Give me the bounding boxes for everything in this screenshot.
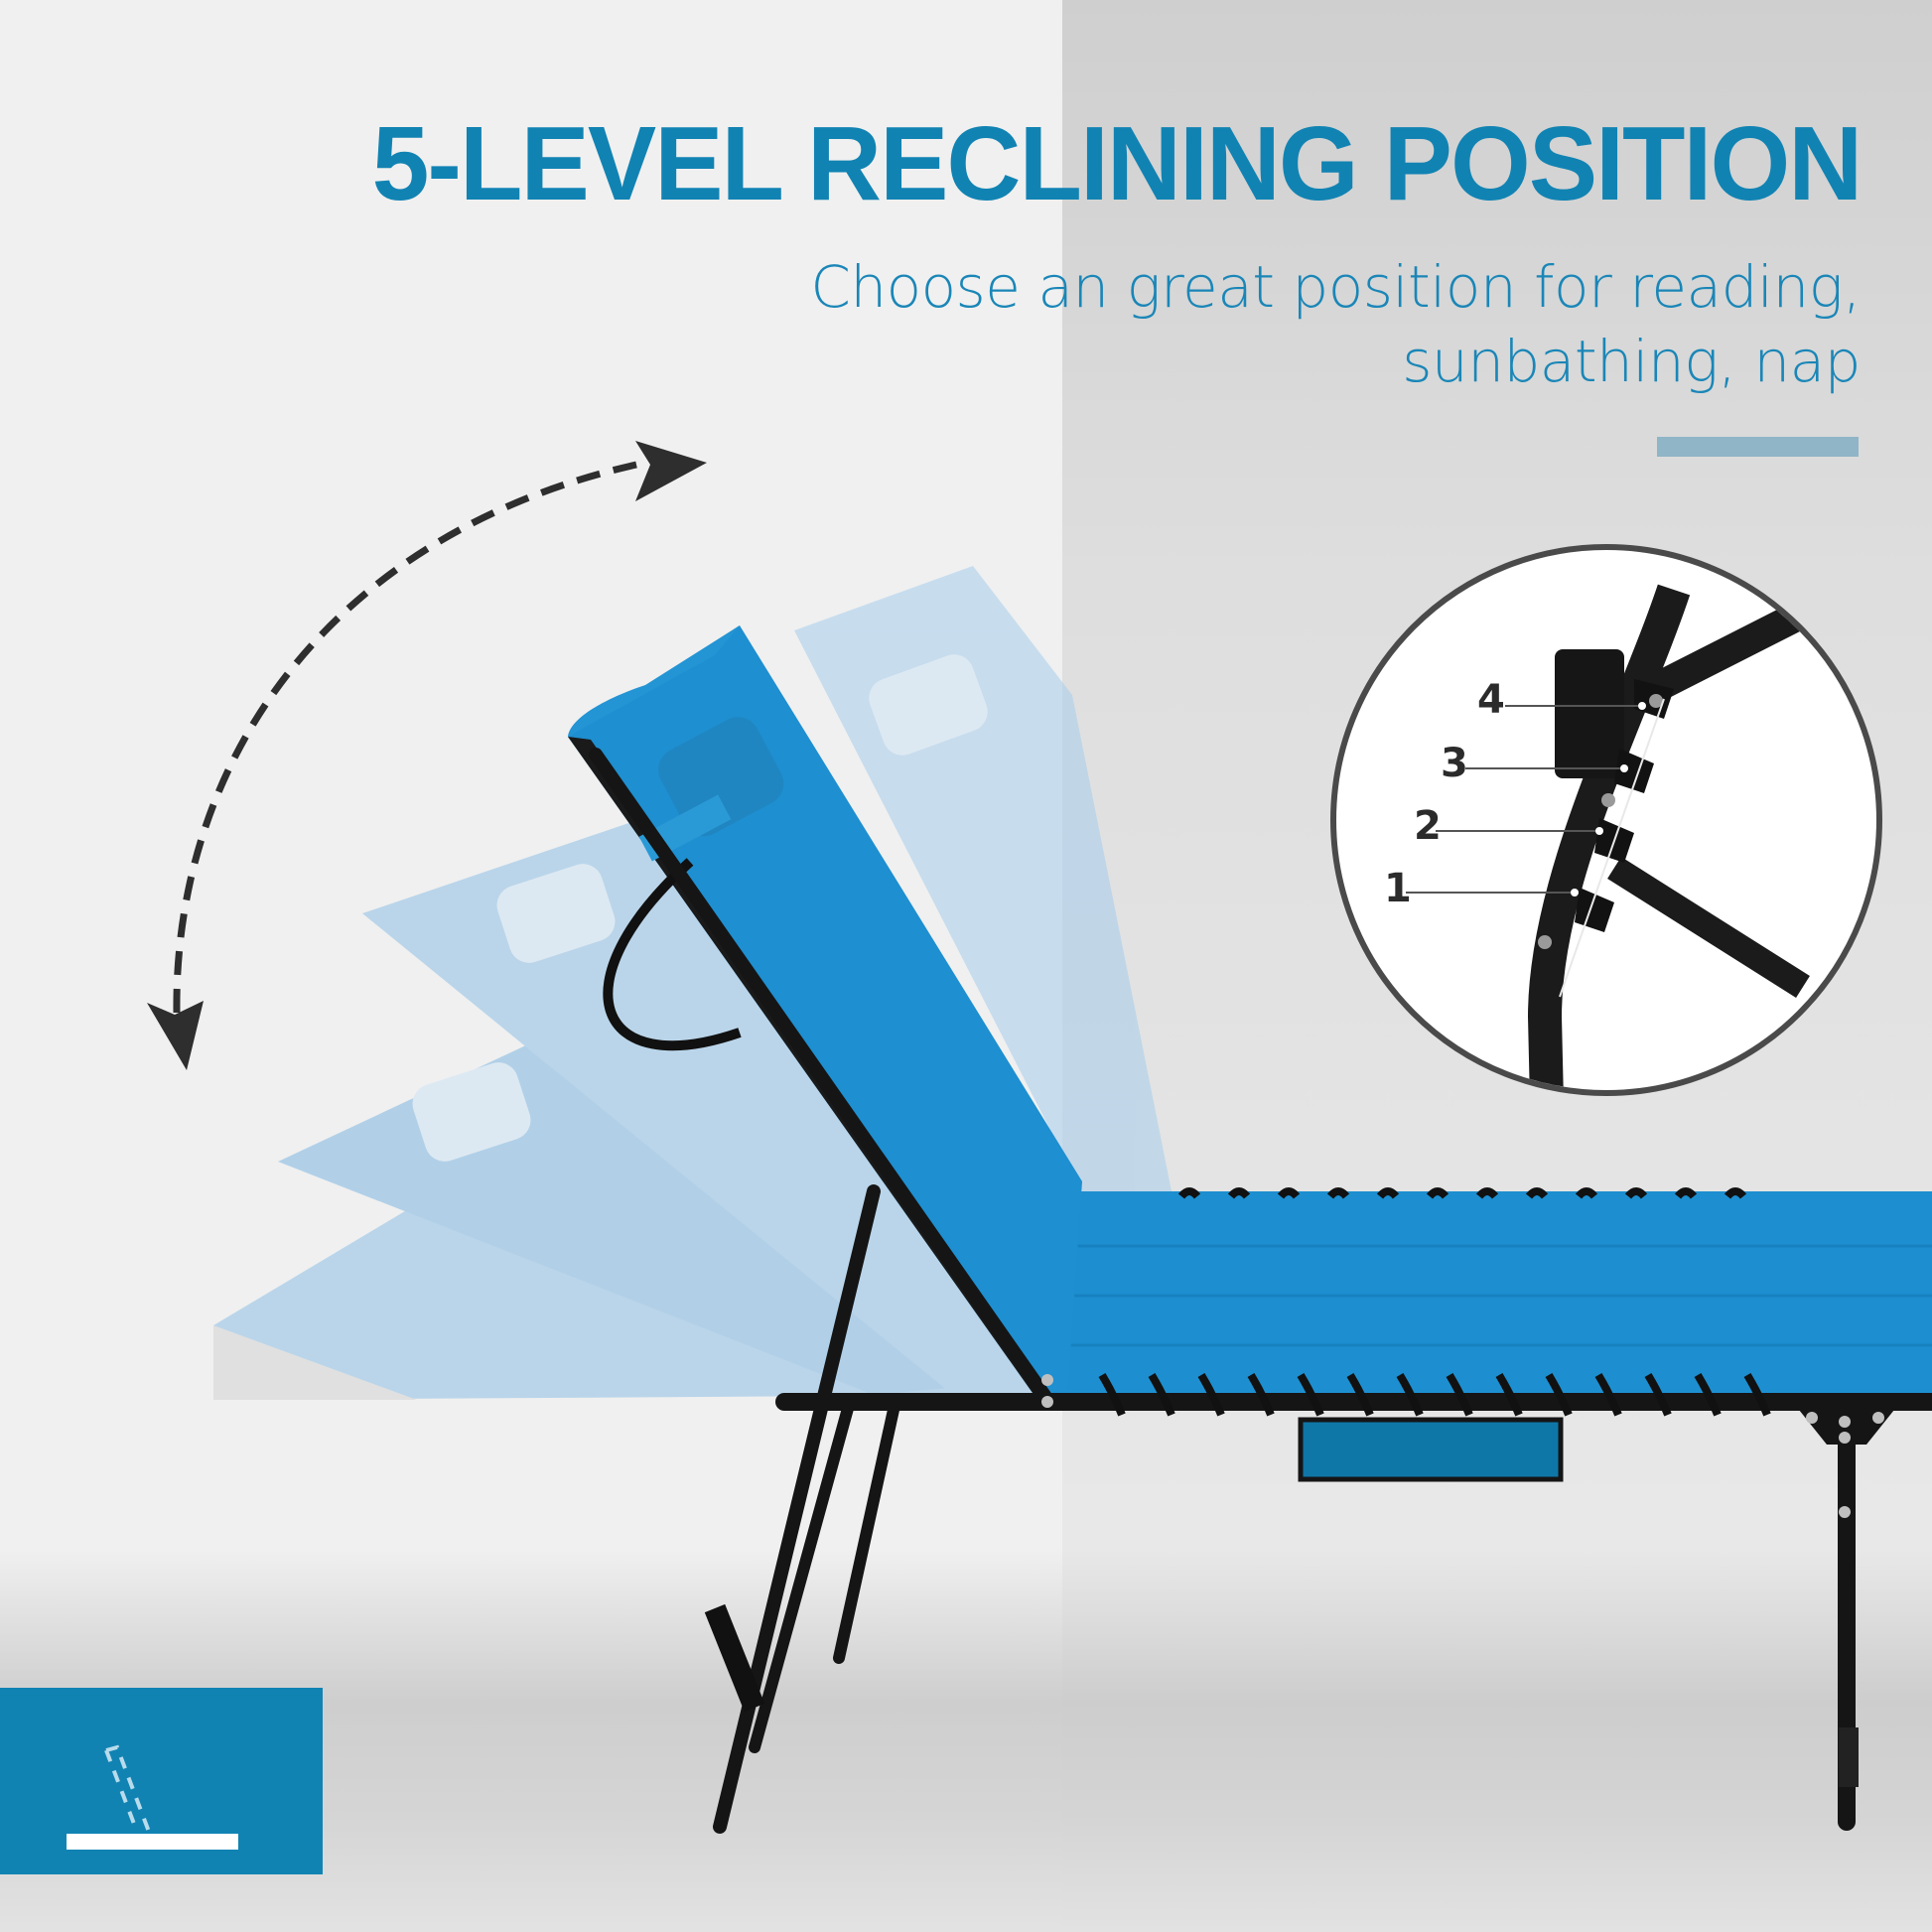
backrest-angle-icon bbox=[67, 1744, 238, 1850]
adjustment-detail-inset: 4 3 2 1 bbox=[1330, 544, 1882, 1096]
subtitle-line-2: sunbathing, nap bbox=[1402, 328, 1861, 395]
subtitle-text: Choose an great position for reading, su… bbox=[810, 250, 1861, 399]
pillow bbox=[658, 717, 784, 837]
level-label-2: 2 bbox=[1414, 803, 1442, 849]
seat-fabric bbox=[1042, 1191, 1932, 1405]
carry-strap bbox=[603, 858, 742, 1051]
storage-pocket bbox=[1298, 1417, 1564, 1482]
bungee-cords bbox=[1098, 1187, 1771, 1417]
level-label-1: 1 bbox=[1384, 866, 1412, 911]
subtitle-line-1: Choose an great position for reading, bbox=[810, 253, 1861, 321]
rear-foot-cap bbox=[1839, 1727, 1859, 1787]
backrest-angle-badge bbox=[0, 1688, 323, 1874]
accent-divider-bar bbox=[1657, 437, 1859, 457]
headline-title: 5-LEVEL RECLINING POSITION bbox=[371, 105, 1863, 222]
level-label-3: 3 bbox=[1441, 741, 1468, 786]
ghost-backrest-positions bbox=[213, 566, 1172, 1400]
recline-arrow-icon bbox=[147, 441, 707, 1070]
level-label-4: 4 bbox=[1477, 677, 1505, 723]
front-leg-cap bbox=[704, 1603, 765, 1713]
